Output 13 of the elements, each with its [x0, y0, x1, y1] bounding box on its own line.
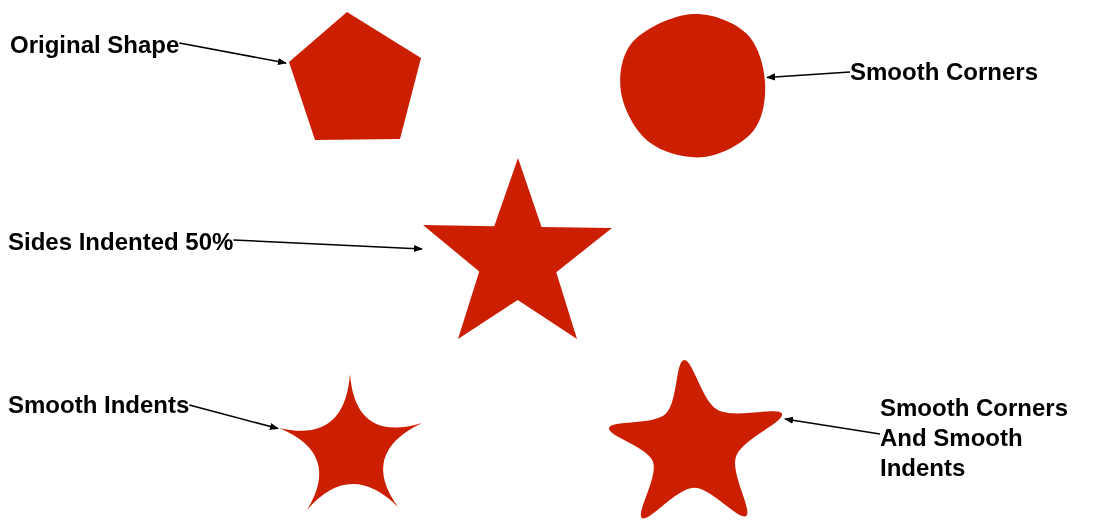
- star-shape: [422, 157, 614, 341]
- shape-label: Smooth Corners And Smooth Indents: [880, 393, 1070, 483]
- shape-label: Sides Indented 50%: [8, 227, 234, 257]
- rounded-shape: [619, 12, 767, 159]
- arrow: [784, 416, 881, 435]
- arrow: [178, 42, 287, 66]
- pentagon-shape: [286, 11, 422, 141]
- arrow: [232, 239, 423, 253]
- shape-label: Original Shape: [10, 30, 180, 60]
- shape-label: Smooth Indents: [8, 390, 190, 420]
- arrow: [188, 404, 279, 430]
- shape-label: Smooth Corners: [850, 57, 1038, 87]
- arrow: [766, 71, 851, 81]
